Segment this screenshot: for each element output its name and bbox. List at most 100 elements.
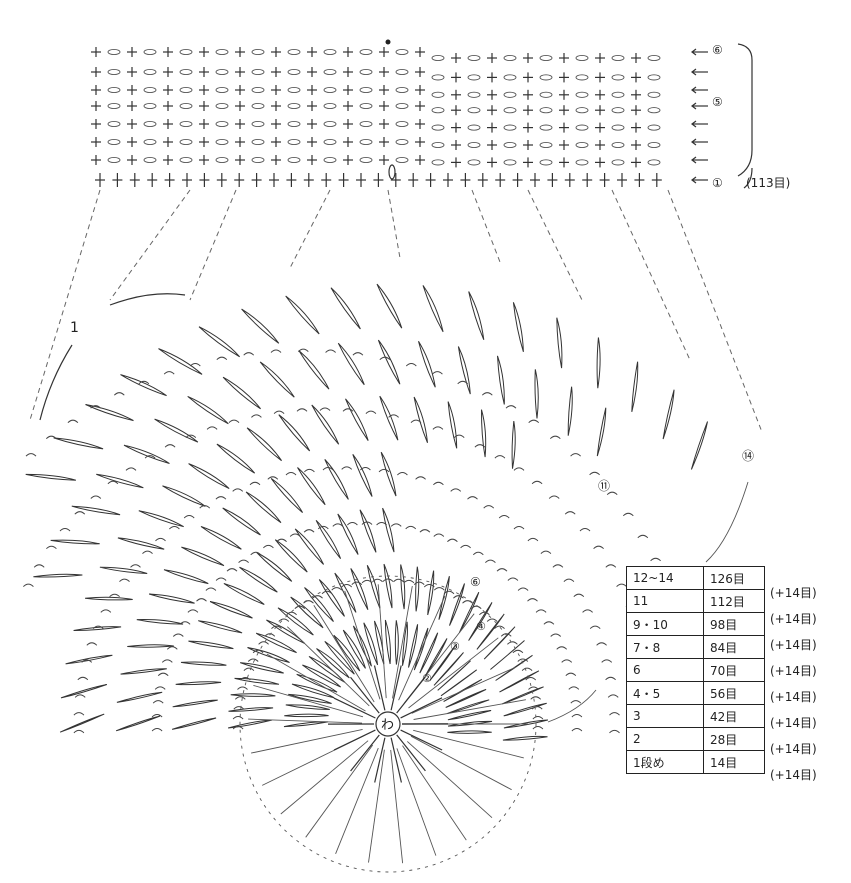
chain-loop xyxy=(332,523,344,527)
chain-stitch xyxy=(503,124,517,131)
chain-stitch xyxy=(575,159,589,166)
top-stitch-chart xyxy=(91,39,662,187)
chain-stitch xyxy=(107,86,121,94)
spoke-stitch xyxy=(374,737,386,783)
chain-stitch xyxy=(503,74,517,81)
petal-stitch xyxy=(50,539,100,545)
connector-line xyxy=(527,189,583,301)
petal-stitch xyxy=(290,596,324,629)
chain-loop xyxy=(164,444,176,448)
petal-stitch xyxy=(458,591,480,633)
chain-stitch xyxy=(179,86,193,94)
petal-stitch xyxy=(324,640,355,675)
center-stitch xyxy=(305,744,374,838)
rounds-cell: 3 xyxy=(626,704,704,728)
petal-stitch xyxy=(255,632,297,654)
chain-loop xyxy=(347,522,358,526)
chain-loop xyxy=(496,568,508,572)
chain-loop xyxy=(565,672,577,677)
chain-loop xyxy=(351,581,363,585)
petal-stitch xyxy=(415,566,420,612)
chain-loop xyxy=(319,407,331,411)
petal-stitch xyxy=(256,552,293,582)
row-arrow xyxy=(691,120,697,128)
chain-loop xyxy=(601,659,613,663)
rounds-cell: 6 xyxy=(626,658,704,682)
chain-loop xyxy=(276,538,287,543)
petal-stitch xyxy=(304,587,334,622)
petal-stitch xyxy=(468,602,493,641)
chain-stitch xyxy=(107,102,121,110)
petal-stitch xyxy=(136,618,184,625)
stitches-cell: 98目 xyxy=(703,612,765,636)
chain-loop xyxy=(571,728,583,732)
chain-loop xyxy=(206,426,218,430)
chain-loop xyxy=(264,633,276,637)
row-arrow xyxy=(691,68,697,76)
petal-stitch xyxy=(380,451,397,497)
increment-label: (+14目) xyxy=(770,586,817,600)
chain-loop xyxy=(196,598,207,602)
chain-loop xyxy=(73,729,85,734)
stitches-cell: 112目 xyxy=(703,589,765,613)
round-label-6: ⑥ xyxy=(470,575,481,589)
petal-stitch xyxy=(419,632,439,674)
petal-stitch xyxy=(400,564,406,610)
petal-stitch xyxy=(384,619,391,665)
petal-stitch xyxy=(311,404,340,445)
chain-loop xyxy=(226,568,238,572)
chain-stitch xyxy=(143,68,157,76)
chain-stitch xyxy=(323,48,337,56)
petal-stitch xyxy=(631,361,639,413)
chain-loop xyxy=(609,729,620,734)
petal-stitch xyxy=(449,583,465,626)
petal-stitch xyxy=(216,443,256,474)
row-arrow xyxy=(691,156,697,164)
chain-loop xyxy=(481,392,493,396)
chain-loop xyxy=(570,700,582,704)
chain-loop xyxy=(397,472,408,476)
chain-loop xyxy=(154,686,166,690)
chain-stitch xyxy=(359,68,373,76)
center-stitch xyxy=(344,590,381,700)
chain-stitch xyxy=(539,141,553,149)
magic-ring-label: わ xyxy=(381,718,394,733)
chain-loop xyxy=(234,696,246,700)
chain-loop xyxy=(460,544,471,549)
petal-stitch xyxy=(534,369,539,419)
petal-stitch xyxy=(408,624,419,668)
petal-stitch xyxy=(198,326,241,358)
chain-loop xyxy=(528,686,539,690)
connector-line xyxy=(387,189,401,259)
chain-stitch xyxy=(611,107,625,114)
chain-stitch xyxy=(251,86,265,94)
spoke-stitch xyxy=(350,676,380,714)
petal-stitch xyxy=(316,648,350,679)
chain-loop xyxy=(90,405,101,409)
chain-loop xyxy=(238,559,249,563)
chain-loop xyxy=(86,642,98,646)
chain-stitch xyxy=(359,120,373,128)
chain-loop xyxy=(33,564,45,568)
petal-stitch xyxy=(116,691,163,703)
chain-stitch xyxy=(359,156,373,164)
chain-loop xyxy=(485,559,496,563)
chain-stitch xyxy=(107,68,121,76)
chain-loop xyxy=(470,605,482,610)
petal-stitch xyxy=(288,693,332,704)
chain-loop xyxy=(169,526,180,530)
chain-stitch xyxy=(143,156,157,164)
petal-stitch xyxy=(241,308,280,344)
rounds-cell: 2 xyxy=(626,727,704,751)
chain-stitch xyxy=(611,91,625,98)
row-marker-1: ① xyxy=(712,176,723,190)
chain-loop xyxy=(450,488,462,492)
chain-loop xyxy=(570,453,581,457)
round-label-4: ④ xyxy=(476,620,486,633)
spoke-stitch xyxy=(396,676,426,714)
chain-loop xyxy=(433,533,445,537)
petal-stitch xyxy=(382,507,395,553)
row-arrow xyxy=(691,102,697,110)
